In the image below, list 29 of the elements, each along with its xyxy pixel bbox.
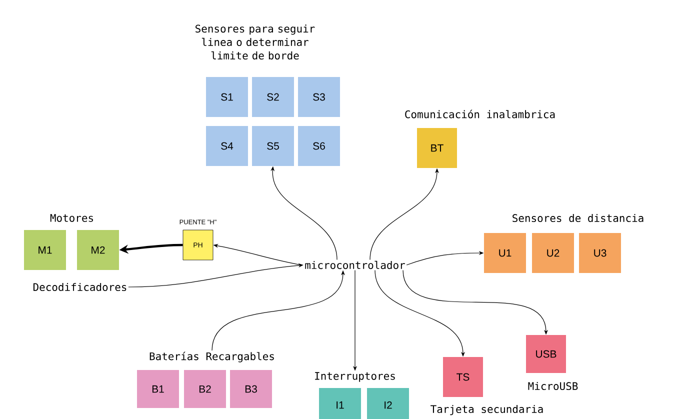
group-heading: Motores <box>50 214 93 222</box>
group-heading: Sensores de distancia <box>512 214 644 222</box>
sticky-note: S4 <box>206 126 248 166</box>
node-label: microcontrolador <box>305 260 405 270</box>
sticky-note: S6 <box>298 126 340 166</box>
sticky-note: B1 <box>137 370 179 408</box>
sticky-note: BT <box>417 128 457 168</box>
sticky-note: B2 <box>184 370 226 408</box>
sticky-note: U1 <box>484 233 526 273</box>
sticky-note: S2 <box>252 77 294 117</box>
sticky-note: S1 <box>206 77 248 117</box>
node-caption: MicroUSB <box>528 382 578 390</box>
sticky-note: I1 <box>319 388 361 419</box>
sticky-note: S5 <box>252 126 294 166</box>
node-label: Decodificadores <box>33 282 126 292</box>
group-heading: Comunicación inalambrica <box>405 110 555 118</box>
node-label: Interruptores <box>315 372 395 382</box>
node-label: Baterías Recargables <box>150 352 274 362</box>
group-heading: Sensores para seguir linea o determinar limite de borde <box>196 24 315 60</box>
sticky-note: USB <box>526 335 566 373</box>
sticky-note: TS <box>443 357 483 397</box>
sticky-note: S3 <box>298 77 340 117</box>
node-caption: Tarjeta secundaria <box>430 404 543 416</box>
sticky-note: I2 <box>367 388 409 419</box>
sticky-note: M2 <box>77 230 119 270</box>
sticky-note: B3 <box>230 370 272 408</box>
sticky-note: U3 <box>579 233 621 273</box>
sticky-note: M1 <box>24 230 66 270</box>
sticky-note: U2 <box>532 233 574 273</box>
